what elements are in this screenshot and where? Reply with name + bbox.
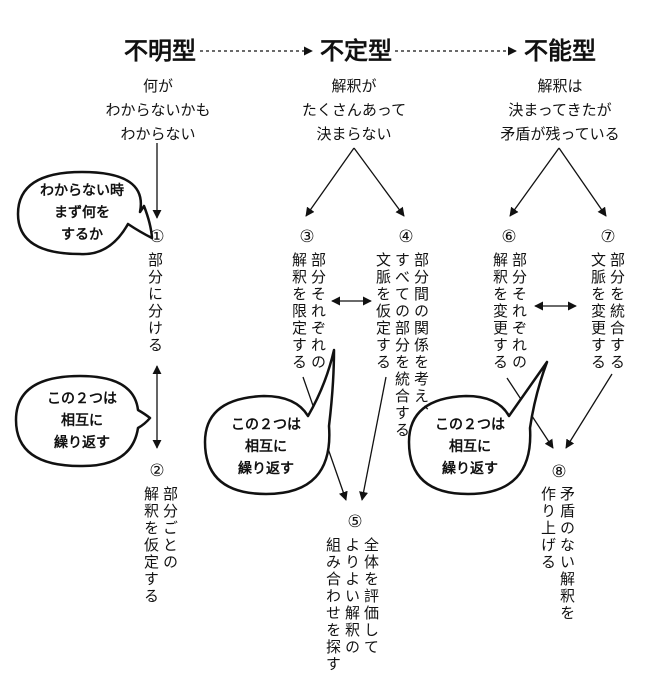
step-7-number: ⑦ <box>600 227 616 247</box>
step-3-number: ③ <box>299 227 315 247</box>
arrow-to-step7 <box>558 147 607 217</box>
bubble-unknown-text: わからない時 まず何を するか <box>40 183 124 243</box>
type-title-undetermined: 不定型 <box>320 37 392 65</box>
type-description-unknown: 何が わからないかも わからない <box>105 77 211 143</box>
step-6-text: 部分それぞれの解釈を変更する <box>491 252 528 371</box>
bubble-repeat-right-text: この２つは 相互に 繰り返す <box>435 417 505 477</box>
step-2-text: 部分ごとの解釈を仮定する <box>142 486 179 605</box>
step-5-number: ⑤ <box>347 512 363 532</box>
bubble-repeat-mid-shape <box>203 348 336 496</box>
type-description-undetermined: 解釈が たくさんあって 決まらない <box>301 77 407 143</box>
step-1-number: ① <box>149 227 165 247</box>
step-4-number: ④ <box>398 227 414 247</box>
bubble-unknown-shape <box>16 170 154 256</box>
arrow-to-step3 <box>305 147 355 217</box>
arrow-to-step6 <box>509 147 560 217</box>
arrow-step4-step5 <box>359 376 387 501</box>
bubble-repeat-left-shape <box>14 374 152 468</box>
bubble-repeat-right-shape <box>407 360 549 496</box>
arrow-to-step4 <box>353 147 405 217</box>
step-4-text: 部分間の関係を考え、すべての部分を統合する文脈を仮定する <box>374 252 430 439</box>
type-title-impossible: 不能型 <box>524 37 596 65</box>
step-2-number: ② <box>149 461 165 481</box>
bubble-repeat-left-text: この２つは 相互に 繰り返す <box>47 391 117 451</box>
step-8-number: ⑧ <box>551 462 567 482</box>
step-8-text: 矛盾のない解釈を作り上げる <box>539 486 576 622</box>
type-title-unknown: 不明型 <box>124 37 196 65</box>
step-7-text: 部分を統合する文脈を変更する <box>589 252 626 371</box>
step-3-text: 部分それぞれの解釈を限定する <box>290 252 327 371</box>
bubble-repeat-mid-text: この２つは 相互に 繰り返す <box>231 417 301 477</box>
step-1-text: 部分に分ける <box>146 252 164 354</box>
arrow-step7-step8 <box>565 373 613 449</box>
step-5-text: 全体を評価してよりよい解釈の組み合わせを探す <box>324 537 380 673</box>
type-description-impossible: 解釈は 決まってきたが 矛盾が残っている <box>500 77 620 143</box>
step-6-number: ⑥ <box>501 227 517 247</box>
